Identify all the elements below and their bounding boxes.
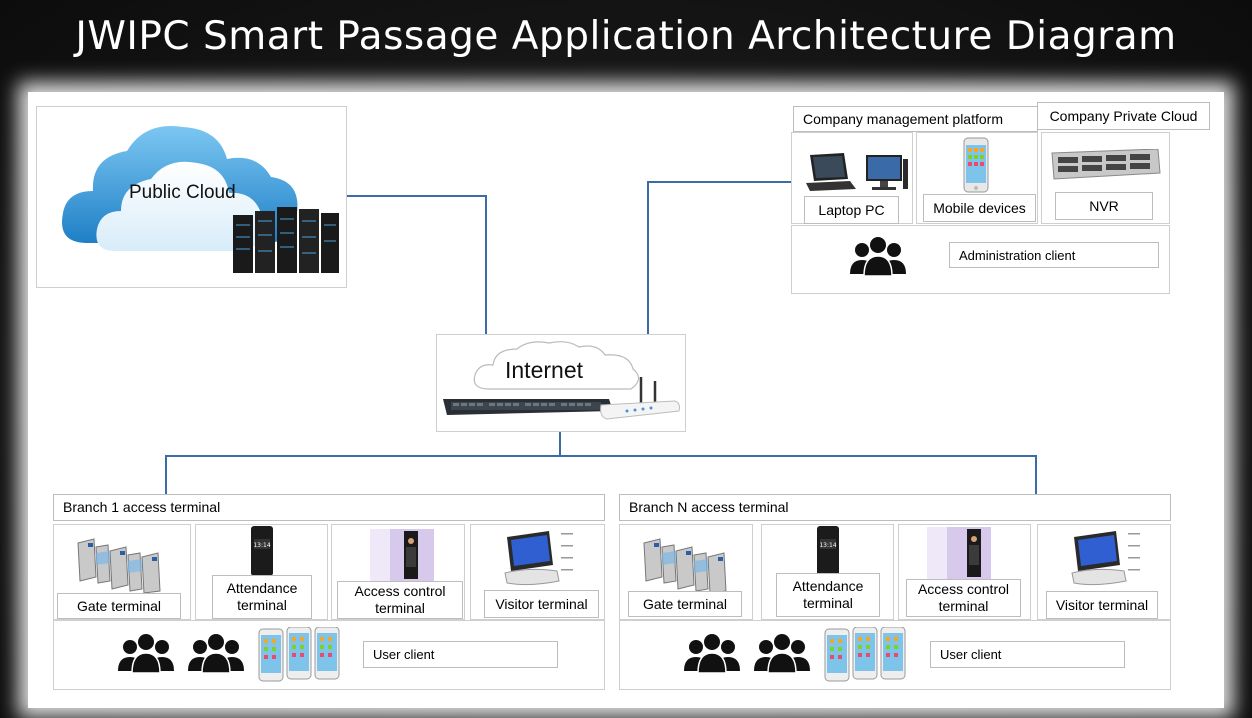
mobile-phones-icon <box>258 627 340 682</box>
branchN-gate-label: Gate terminal <box>628 591 742 617</box>
mobile-phones-icon <box>824 627 906 682</box>
users-group-icon <box>754 634 810 674</box>
branchN-visitor-cell: Visitor terminal <box>1037 524 1171 620</box>
access-control-icon <box>370 529 434 581</box>
branchN-gate-cell: Gate terminal <box>619 524 753 620</box>
svg-text:13:14: 13:14 <box>819 542 836 549</box>
svg-text:13:14: 13:14 <box>253 542 270 549</box>
branch1-gate-cell: Gate terminal <box>53 524 191 620</box>
branch1-visitor-label: Visitor terminal <box>484 590 599 618</box>
branchN-attendance-label: Attendance terminal <box>776 573 880 617</box>
attendance-device-icon: 13:14 <box>251 526 273 576</box>
connector-internet-down <box>559 432 561 455</box>
company-private-cloud-label: Company Private Cloud <box>1037 102 1210 130</box>
company-platform-label: Company management platform <box>793 106 1038 132</box>
branch1-user-client-row: User client <box>53 620 605 690</box>
connector-cloud-v <box>485 195 487 335</box>
branch1-access-cell: Access control terminal <box>331 524 465 620</box>
internet-box: Internet <box>436 334 686 432</box>
access-control-icon <box>927 527 991 579</box>
internet-cloud-icon <box>473 341 640 390</box>
branch1-gate-label: Gate terminal <box>57 593 181 619</box>
attendance-device-icon: 13:14 <box>817 526 839 576</box>
mobile-devices-label: Mobile devices <box>923 194 1036 222</box>
users-group-icon <box>188 634 244 674</box>
diagram-panel: Public Cloud Internet <box>28 92 1224 708</box>
connector-company-v <box>647 181 649 334</box>
users-group-icon <box>684 634 740 674</box>
gate-turnstile-icon <box>77 538 161 593</box>
internet-label: Internet <box>505 357 583 383</box>
branchN-user-client-label: User client <box>930 641 1125 668</box>
cloud-icon <box>62 126 298 251</box>
visitor-kiosk-icon <box>1071 531 1140 586</box>
branch1-attendance-label: Attendance terminal <box>212 575 312 619</box>
branch1-header: Branch 1 access terminal <box>53 494 605 521</box>
admin-client-row: Administration client <box>791 225 1170 294</box>
branchN-access-cell: Access control terminal <box>898 524 1031 620</box>
mobile-phone-icon <box>963 137 989 193</box>
connector-branchN <box>1035 455 1037 495</box>
laptop-pc-cell: Laptop PC <box>791 132 913 224</box>
branchN-header: Branch N access terminal <box>619 494 1171 521</box>
users-group-icon <box>118 634 174 674</box>
connector-branch-bus <box>165 455 1037 457</box>
connector-branch1 <box>165 455 167 495</box>
mobile-devices-cell: Mobile devices <box>916 132 1038 224</box>
branchN-visitor-label: Visitor terminal <box>1046 591 1158 619</box>
branchN-attendance-cell: 13:14 Attendance terminal <box>761 524 894 620</box>
admin-client-label: Administration client <box>949 242 1159 268</box>
branch1-attendance-cell: 13:14 Attendance terminal <box>195 524 328 620</box>
gate-turnstile-icon <box>643 538 727 593</box>
branch1-user-client-label: User client <box>363 641 558 668</box>
branch1-access-label: Access control terminal <box>337 581 463 619</box>
diagram-title: JWIPC Smart Passage Application Architec… <box>75 14 1177 59</box>
public-cloud-box: Public Cloud <box>36 106 347 288</box>
branch1-visitor-cell: Visitor terminal <box>470 524 605 620</box>
users-group-icon <box>850 237 906 277</box>
router-icon <box>600 377 680 420</box>
public-cloud-label: Public Cloud <box>129 182 236 203</box>
visitor-kiosk-icon <box>504 531 573 586</box>
network-switch-icon <box>443 399 613 415</box>
laptop-pc-icon <box>806 153 908 191</box>
connector-company-h <box>647 181 791 183</box>
connector-cloud-h <box>346 195 486 197</box>
laptop-pc-label: Laptop PC <box>804 196 899 224</box>
server-rack-icon <box>233 207 339 273</box>
branchN-user-client-row: User client <box>619 620 1171 690</box>
nvr-cell: NVR <box>1041 132 1170 224</box>
nvr-icon <box>1051 149 1161 180</box>
nvr-label: NVR <box>1055 192 1153 220</box>
branchN-access-label: Access control terminal <box>906 579 1021 617</box>
